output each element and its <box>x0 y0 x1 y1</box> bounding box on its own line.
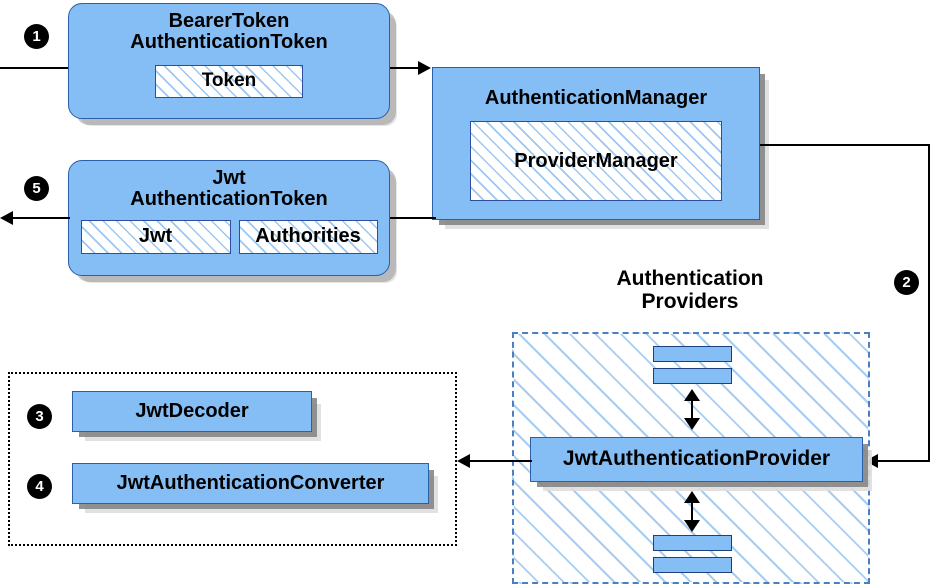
anonymous-provider-bar-bottom-2 <box>653 557 732 573</box>
provider-link-bottom-line <box>691 495 693 529</box>
slot-token: Token <box>155 64 303 98</box>
manager-to-provider-line-bottom <box>878 460 930 462</box>
node-jwt-authentication-token-title: Jwt AuthenticationToken <box>130 167 328 211</box>
node-jwt-decoder-title: JwtDecoder <box>135 399 249 422</box>
anonymous-provider-bar-bottom-1 <box>653 535 732 551</box>
slot-jwt-label: Jwt <box>138 225 173 248</box>
slot-token-label: Token <box>201 70 257 92</box>
slot-authorities-label: Authorities <box>255 225 361 248</box>
step-bullet-5: 5 <box>25 177 48 200</box>
bearer-to-manager-arrowhead <box>418 61 431 75</box>
provider-link-bottom-arrow-down <box>684 520 700 532</box>
node-authentication-manager-title: AuthenticationManager <box>484 87 708 109</box>
provider-link-top-arrow-down <box>684 418 700 430</box>
node-jwt-decoder[interactable]: JwtDecoder <box>72 391 312 432</box>
node-jwt-authentication-provider[interactable]: JwtAuthenticationProvider <box>530 437 863 482</box>
jwt-token-outbound-line <box>12 217 70 219</box>
anonymous-provider-bar-top-2 <box>653 368 732 384</box>
authentication-providers-label: Authentication Providers <box>616 267 764 313</box>
step-bullet-4: 4 <box>28 475 51 498</box>
bearer-to-manager-line <box>390 67 423 69</box>
step-bullet-2: 2 <box>895 271 918 294</box>
node-jwt-authentication-converter[interactable]: JwtAuthenticationConverter <box>72 463 429 504</box>
slot-jwt: Jwt <box>80 219 231 254</box>
jwt-token-slot-row: Jwt Authorities <box>80 219 378 254</box>
provider-link-top-arrow-up <box>684 389 700 401</box>
jwt-token-outbound-arrowhead <box>0 211 13 225</box>
provider-link-bottom-arrow-up <box>684 491 700 503</box>
inbound-request-line <box>0 67 70 69</box>
anonymous-provider-bar-top-1 <box>653 346 732 362</box>
step-bullet-1: 1 <box>25 25 48 48</box>
slot-provider-manager-label: ProviderManager <box>514 149 678 172</box>
step-bullet-3: 3 <box>28 405 51 428</box>
node-bearer-token-authentication-token[interactable]: BearerToken AuthenticationToken Token <box>68 3 390 119</box>
manager-to-provider-line-top <box>760 144 930 146</box>
provider-link-top-line <box>691 393 693 427</box>
slot-authorities: Authorities <box>238 219 378 254</box>
jwt-support-group <box>8 372 457 546</box>
provider-to-support-line <box>470 460 532 462</box>
node-jwt-authentication-provider-title: JwtAuthenticationProvider <box>562 447 831 471</box>
slot-provider-manager: ProviderManager <box>470 121 722 202</box>
node-jwt-authentication-converter-title: JwtAuthenticationConverter <box>116 471 385 494</box>
manager-to-jwt-token-line <box>390 217 436 219</box>
node-jwt-authentication-token[interactable]: Jwt AuthenticationToken Jwt Authorities <box>68 160 390 276</box>
node-bearer-token-title: BearerToken AuthenticationToken <box>130 10 328 54</box>
provider-to-support-arrowhead <box>457 454 470 468</box>
node-authentication-manager[interactable]: AuthenticationManager ProviderManager <box>432 67 760 220</box>
manager-to-provider-line-vertical <box>928 144 930 462</box>
